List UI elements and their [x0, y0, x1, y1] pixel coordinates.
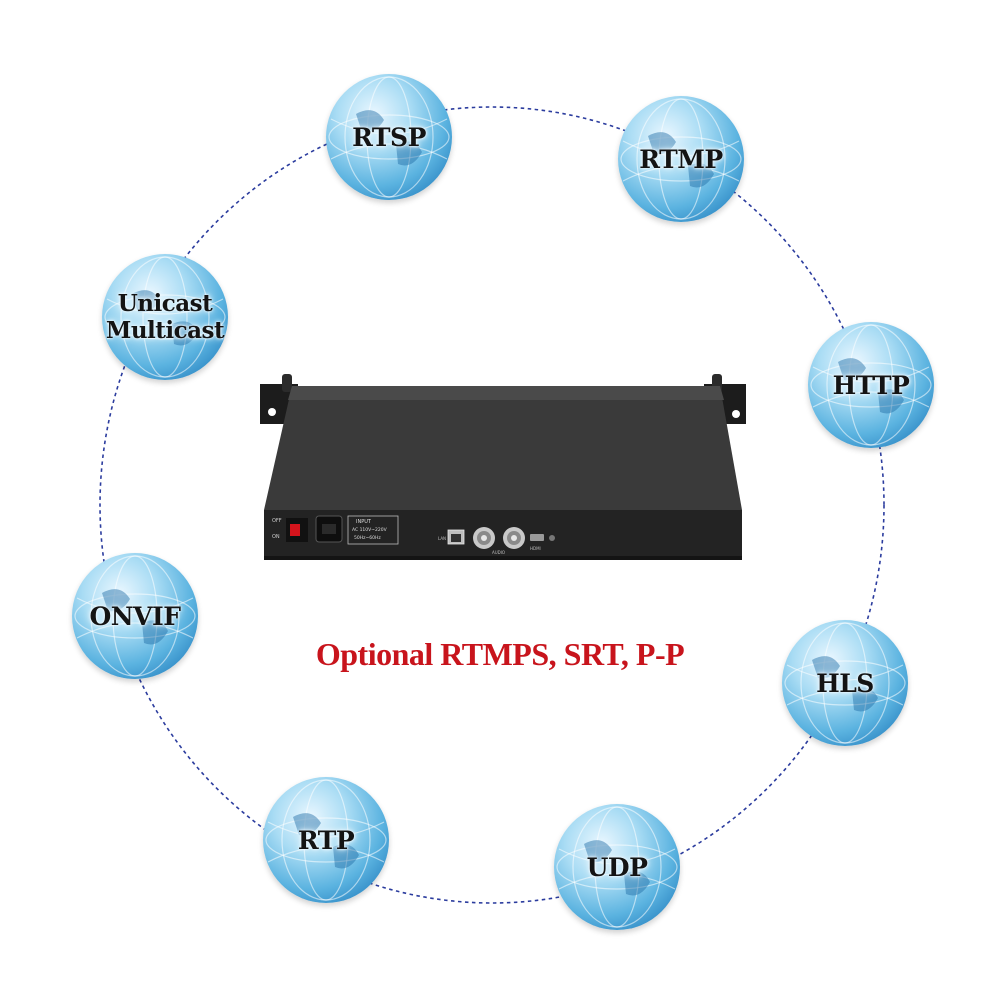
switch-on-label: ON [272, 534, 280, 540]
protocol-label-http: HTTP [832, 370, 910, 400]
audio-jack [549, 535, 555, 541]
switch-off-label: OFF [272, 518, 282, 524]
globe-hls: HLS [782, 620, 908, 746]
globe-icon [104, 256, 226, 378]
protocol-label-unicast: Unicast [117, 290, 213, 317]
bnc-connector-2 [503, 527, 525, 549]
globe-rtmp: RTMP [618, 96, 744, 222]
globe-unicast-multicast: Unicast Multicast [102, 254, 228, 380]
globe-rtsp: RTSP [326, 74, 452, 200]
globe-icon [784, 622, 906, 744]
rack-ear-hole-left [268, 408, 276, 416]
lan-port-hole [451, 534, 461, 542]
input-frequency: 50Hz~60Hz [354, 535, 381, 541]
globe-icon [328, 76, 450, 198]
encoder-device: OFF ON INPUT AC 110V~220V 50Hz~60Hz LAN … [260, 374, 746, 560]
input-label-box [347, 515, 399, 545]
globe-icon [810, 324, 932, 446]
optional-protocols-note: Optional RTMPS, SRT, P-P [315, 636, 685, 672]
top-plate [264, 386, 742, 510]
globe-icon [265, 779, 387, 901]
protocol-label-rtmp: RTMP [639, 144, 723, 174]
globe-icon [620, 98, 742, 220]
rack-ear-hole-right [732, 410, 740, 418]
globe-icon [556, 806, 678, 928]
top-plate-shade [288, 386, 724, 400]
protocol-label-onvif: ONVIF [89, 601, 181, 631]
protocol-label-multicast: Multicast [105, 317, 225, 344]
handle-left [282, 374, 292, 392]
input-title: INPUT [356, 519, 372, 525]
protocol-label-rtp: RTP [297, 825, 355, 855]
hdmi-label: HDMI [530, 546, 541, 551]
input-voltage: AC 110V~220V [352, 527, 388, 533]
globe-icon [74, 555, 196, 677]
rear-panel [264, 510, 742, 558]
lan-label: LAN [438, 536, 446, 541]
hdmi-port [530, 534, 544, 541]
socket-pins [322, 524, 336, 534]
protocol-label-rtsp: RTSP [352, 122, 426, 152]
ring-path [99, 106, 885, 904]
audio-label: AUDIO [492, 550, 505, 555]
protocol-label-udp: UDP [586, 852, 648, 882]
bnc-connector-1 [473, 527, 495, 549]
protocol-label-unicast-multicast: Unicast Multicast [102, 254, 228, 380]
bottom-edge [264, 556, 742, 560]
globe-rtp: RTP [263, 777, 389, 903]
protocol-label-hls: HLS [816, 668, 874, 698]
globe-http: HTTP [808, 322, 934, 448]
power-switch[interactable] [290, 524, 300, 536]
globe-udp: UDP [554, 804, 680, 930]
globe-onvif: ONVIF [72, 553, 198, 679]
